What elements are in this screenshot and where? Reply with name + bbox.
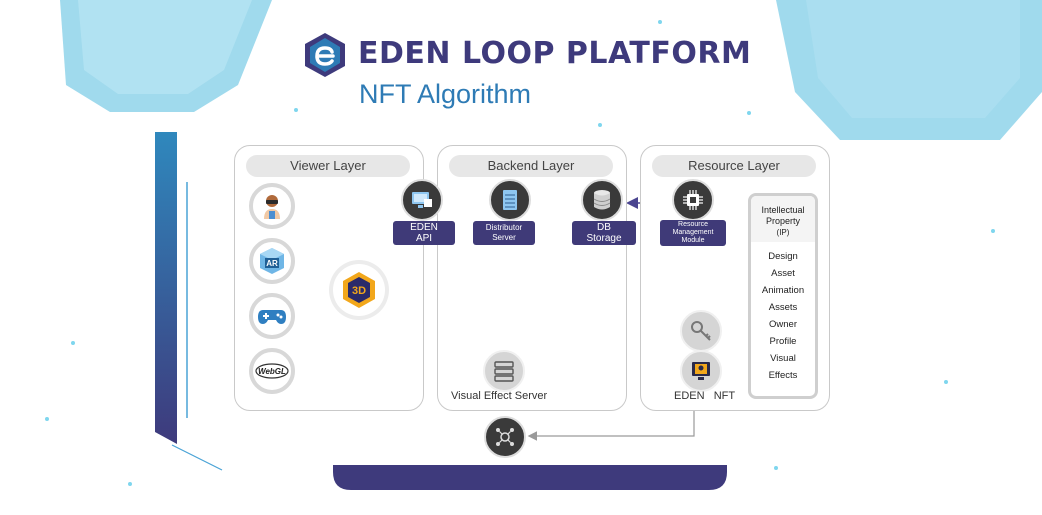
page-subtitle: NFT Algorithm [359,79,532,109]
ar-label: AR [266,259,278,268]
client-gamepad [249,293,295,339]
ip-item: Owner [769,319,797,330]
distributor-label-line1: Distributor [485,223,523,232]
database-icon [593,190,611,210]
bottom-accent-bar [333,465,727,490]
nft-monitor-icon [692,362,710,380]
ip-item: Visual [770,353,796,364]
ip-title-line2: Property [765,216,800,226]
hexagon-top-left-inner [78,0,252,94]
monitor-icon [412,192,432,208]
resource-layer-title: Resource Layer [652,155,816,177]
ip-item: Asset [771,268,795,279]
brand-title: EDEN LOOP PLATFORM [358,36,752,71]
webgl-label: WebGL [258,367,286,376]
distributor-label-line2: Server [492,233,516,242]
resource-module-label-line1: Resource [678,221,708,228]
eden-api-node [401,179,443,221]
ip-title-line3: (IP) [776,228,790,237]
distributor-label: Distributor Server [473,221,535,245]
client-webgl: WebGL [249,348,295,394]
resource-module-label-line3: Module [681,237,705,244]
backend-layer-title: Backend Layer [449,155,613,177]
output-node [484,416,526,458]
network-hub-icon [496,428,514,446]
visual-effect-node [483,350,525,392]
eden-nft-node [680,350,722,392]
eden-api-label-line2: API [415,233,433,244]
server-rack-icon [503,190,517,210]
chip-icon [683,190,703,210]
visual-effect-caption: Visual Effect Server [451,390,548,402]
distributor-node [489,179,531,221]
resource-module-node [672,179,714,221]
brand-logo-icon [302,32,348,78]
gamepad-icon [258,310,286,324]
eden-nft-caption: EDEN NFT [674,390,736,402]
ip-title-line1: Intellectual [761,205,805,215]
eden-api-label: EDEN API [393,221,455,245]
ip-item: Design [768,251,798,262]
client-vr [249,183,295,229]
eden-api-label-line1: EDEN [410,222,438,233]
ip-item: Effects [768,370,798,381]
db-label: DB Storage [572,221,636,245]
ip-item: Profile [769,336,797,347]
ip-box: Intellectual Property (IP) Design Asset … [748,193,818,399]
webgl-logo-icon: WebGL [255,363,289,379]
db-label-line2: Storage [586,233,622,244]
renderer-3d: 3D [333,264,385,316]
viewer-layer-title: Viewer Layer [246,155,410,177]
client-ar: AR [249,238,295,284]
server-stack-icon [494,361,514,382]
left-diagonal-line [171,444,223,471]
arrow-nft-bottom [527,410,695,441]
ip-item: Animation [761,285,805,296]
key-node [680,310,722,352]
left-accent-bar [155,132,177,444]
key-icon [691,321,711,341]
db-label-line1: DB [597,222,611,233]
resource-module-label-line2: Management [672,229,714,236]
hexagon-top-right-inner [806,0,1020,118]
resource-module-label: Resource Management Module [660,220,726,246]
db-node [581,179,623,221]
ip-item: Assets [768,302,798,313]
sparkles [45,20,995,486]
vr-headset-user-icon [264,195,280,219]
3d-badge-icon: 3D [343,272,375,308]
ar-cube-icon: AR [260,248,284,274]
renderer-3d-label: 3D [352,285,366,297]
